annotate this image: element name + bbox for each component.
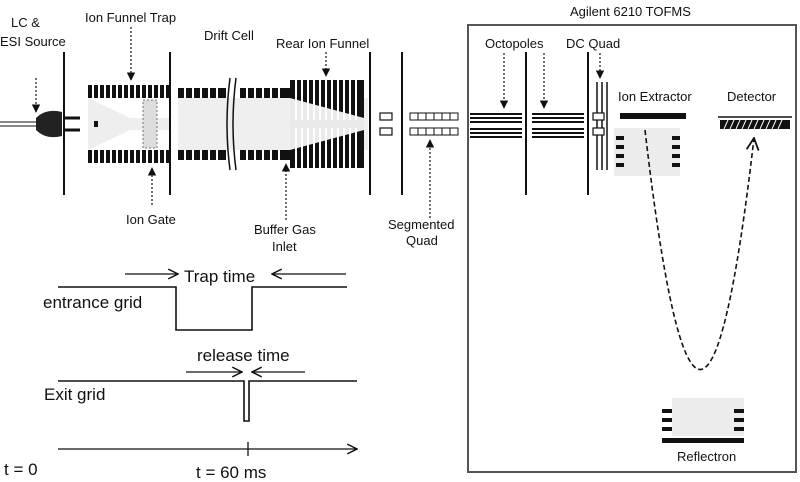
lens-top bbox=[379, 112, 393, 121]
esi-source bbox=[0, 110, 62, 138]
label-detector: Detector bbox=[727, 89, 777, 104]
label-agilent: Agilent 6210 TOFMS bbox=[570, 4, 691, 19]
tofms-box bbox=[467, 24, 797, 473]
label-segmented: Segmented bbox=[388, 217, 455, 232]
label-quad: Quad bbox=[406, 233, 438, 248]
exit-grid-signal bbox=[58, 380, 357, 422]
label-t60: t = 60 ms bbox=[196, 463, 266, 482]
timing-diagram bbox=[58, 274, 357, 456]
label-release-time: release time bbox=[197, 346, 290, 365]
ion-gate-grid bbox=[142, 99, 158, 149]
label-entrance-grid: entrance grid bbox=[43, 293, 142, 312]
ion-extractor bbox=[614, 113, 686, 176]
label-dc-quad: DC Quad bbox=[566, 36, 620, 51]
label-esi-source: ESI Source bbox=[0, 34, 66, 49]
label-exit-grid: Exit grid bbox=[44, 385, 105, 404]
label-trap-time: Trap time bbox=[184, 267, 255, 286]
label-pointers bbox=[31, 27, 605, 220]
ion-funnel-trap bbox=[88, 85, 170, 163]
ion-flight-path bbox=[644, 129, 754, 371]
label-inlet: Inlet bbox=[272, 239, 297, 254]
label-ion-gate: Ion Gate bbox=[126, 212, 176, 227]
detector bbox=[718, 116, 792, 130]
label-buffer-gas: Buffer Gas bbox=[254, 222, 316, 237]
label-ion-funnel-trap: Ion Funnel Trap bbox=[85, 10, 176, 25]
label-octopoles: Octopoles bbox=[485, 36, 544, 51]
label-rear-ion-funnel: Rear Ion Funnel bbox=[276, 36, 369, 51]
entrance-grid-signal bbox=[58, 286, 347, 331]
reflectron bbox=[662, 398, 744, 443]
dc-quad bbox=[592, 82, 608, 170]
octopoles bbox=[470, 113, 584, 138]
rear-ion-funnel bbox=[290, 80, 364, 168]
label-reflectron: Reflectron bbox=[677, 449, 736, 464]
label-drift-cell: Drift Cell bbox=[204, 28, 254, 43]
label-t0: t = 0 bbox=[4, 460, 38, 479]
label-ion-extractor: Ion Extractor bbox=[618, 89, 692, 104]
label-lc: LC & bbox=[11, 15, 40, 30]
segmented-quad bbox=[409, 112, 459, 136]
lens-bottom bbox=[379, 127, 393, 136]
